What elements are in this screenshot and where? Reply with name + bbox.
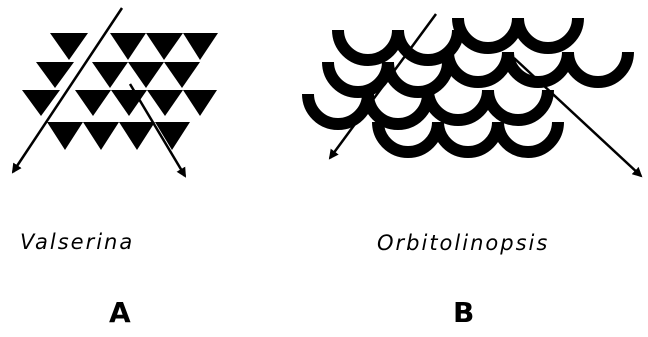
genus-label-a: Valserina bbox=[20, 230, 134, 254]
chamberlet-crescent bbox=[328, 62, 388, 92]
chamberlet-triangle bbox=[119, 122, 155, 150]
chamberlet-triangle bbox=[83, 122, 119, 150]
chamberlet-triangle bbox=[50, 33, 88, 60]
chamberlet-crescent bbox=[438, 122, 498, 152]
chamberlet-triangle bbox=[110, 33, 146, 60]
chamberlet-triangle bbox=[92, 62, 128, 88]
chamberlet-crescent bbox=[518, 18, 578, 48]
chamberlet-triangle bbox=[147, 90, 183, 116]
chamberlet-crescent bbox=[508, 52, 568, 82]
chamberlet-crescent bbox=[488, 90, 548, 120]
chamberlet-triangle bbox=[75, 90, 111, 116]
chamberlet-crescent bbox=[458, 18, 518, 48]
chamberlet-crescent bbox=[568, 52, 628, 82]
crescent-chamber-pattern bbox=[308, 18, 628, 152]
chamberlet-triangle bbox=[183, 33, 218, 60]
chamberlet-crescent bbox=[428, 90, 488, 120]
triangular-chamber-pattern bbox=[22, 33, 218, 150]
chamberlet-crescent bbox=[338, 30, 398, 60]
chamberlet-triangle bbox=[183, 90, 217, 116]
panel-letter-a: A bbox=[109, 296, 131, 329]
chamberlet-crescent bbox=[368, 94, 428, 124]
chamberlet-crescent bbox=[448, 52, 508, 82]
chamberlet-triangle bbox=[128, 62, 164, 88]
chamberlet-triangle bbox=[146, 33, 183, 60]
chamberlet-crescent bbox=[498, 122, 558, 152]
chamberlet-triangle bbox=[47, 122, 83, 150]
chamberlet-triangle bbox=[164, 62, 200, 88]
genus-label-b: Orbitolinopsis bbox=[377, 231, 549, 255]
chamberlet-triangle bbox=[36, 62, 74, 88]
panel-letter-b: B bbox=[453, 296, 474, 329]
